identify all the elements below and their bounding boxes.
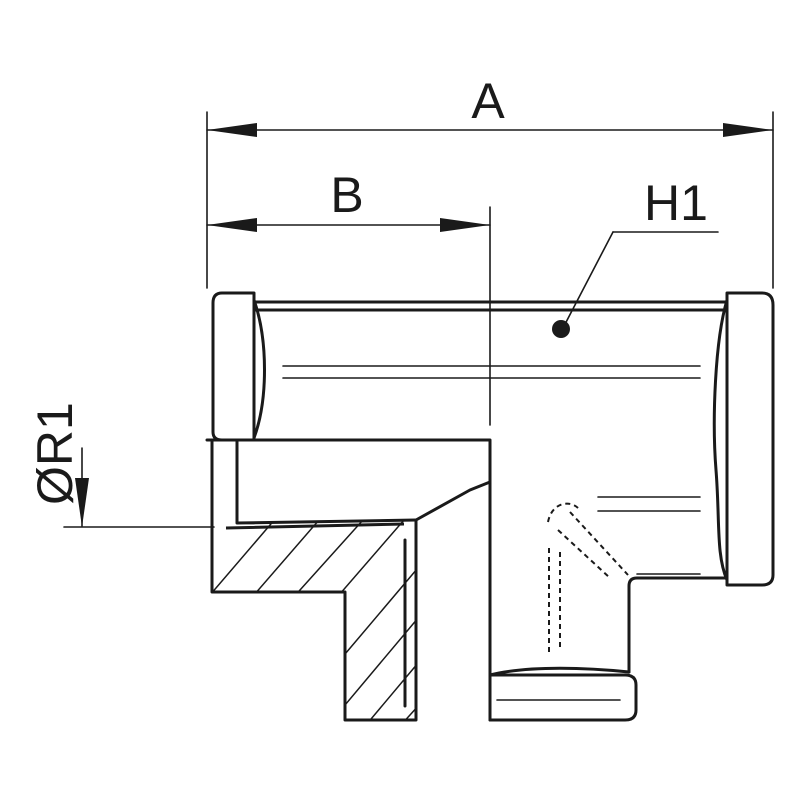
arrow-b-left-icon xyxy=(207,218,257,232)
bottom-collar xyxy=(488,673,638,722)
r1-callout: ØR1 xyxy=(27,402,215,528)
arrow-right-icon xyxy=(723,123,773,137)
bore-top xyxy=(414,480,492,522)
h1-callout: H1 xyxy=(552,175,719,338)
hatch-line xyxy=(214,520,346,641)
fitting-body xyxy=(205,291,775,722)
body-right-lower xyxy=(627,576,729,674)
hatch-line xyxy=(339,529,416,661)
label-a: A xyxy=(471,73,505,129)
left-port-outline xyxy=(210,438,418,722)
arrow-left-icon xyxy=(207,123,257,137)
h1-leader-diagonal xyxy=(562,231,614,329)
dimension-b: B xyxy=(206,167,491,426)
hidden-bore-line-1 xyxy=(569,511,629,576)
dimension-a: A xyxy=(206,73,774,289)
h1-leader-dot-icon xyxy=(552,320,570,338)
hatch-line xyxy=(254,520,391,641)
r1-arrow-icon xyxy=(75,478,89,527)
left-collar-edge xyxy=(252,298,266,440)
hidden-bore-line-2 xyxy=(557,529,611,579)
left-collar xyxy=(211,291,256,442)
hatch-line xyxy=(359,659,416,720)
right-collar-edge xyxy=(712,298,729,582)
section-boundary xyxy=(205,438,492,722)
hatch-line xyxy=(344,624,416,720)
hatch-line xyxy=(212,520,301,631)
label-b: B xyxy=(330,167,363,223)
hidden-bore-curve xyxy=(547,502,579,523)
label-h1: H1 xyxy=(644,175,708,231)
label-r1: ØR1 xyxy=(27,402,83,505)
arrow-b-right-icon xyxy=(440,218,490,232)
bottom-collar-edge xyxy=(488,666,631,677)
section-hatching xyxy=(212,520,416,720)
hatch-line xyxy=(344,579,416,706)
right-collar xyxy=(725,291,775,587)
left-port-thread xyxy=(225,518,417,530)
hatch-line xyxy=(299,520,416,641)
